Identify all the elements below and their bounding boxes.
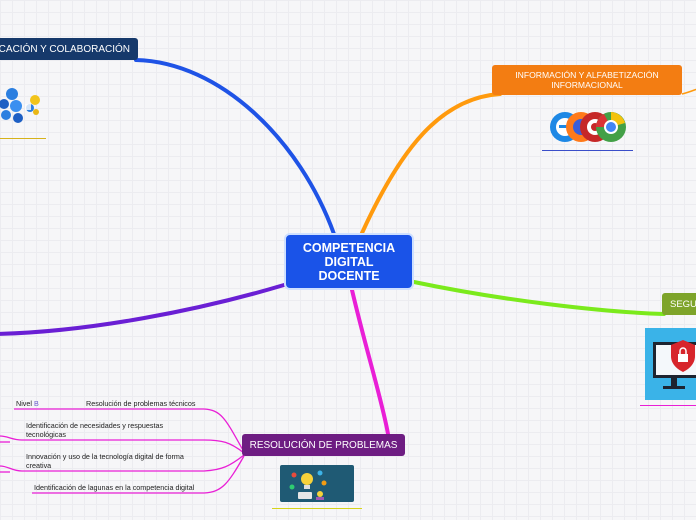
topic-resolucion[interactable]: RESOLUCIÓN DE PROBLEMAS	[242, 434, 405, 456]
central-topic[interactable]: COMPETENCIA DIGITAL DOCENTE	[284, 233, 414, 290]
res-item-level-value: B	[33, 399, 39, 408]
link-res-item-3	[0, 454, 245, 472]
topic-comunicacion-label: CACIÓN Y COLABORACIÓN	[0, 43, 130, 55]
topic-resolucion-label: RESOLUCIÓN DE PROBLEMAS	[249, 439, 398, 451]
link-res-item-4	[32, 455, 245, 494]
res-item-1[interactable]: Resolución de problemas técnicos	[86, 399, 196, 408]
res-item-level-prefix: Nivel	[16, 399, 32, 408]
res-item-4[interactable]: Identificación de lagunas en la competen…	[34, 483, 195, 492]
security-monitor-image	[645, 328, 696, 400]
seguridad-image-underline	[640, 405, 696, 406]
central-line-3: DOCENTE	[318, 268, 380, 283]
topic-informacion-label: INFORMACIÓN Y ALFABETIZACIÓN INFORMACION…	[515, 70, 659, 90]
comunicacion-image-underline	[0, 138, 46, 139]
resolucion-image-underline	[272, 508, 362, 509]
link-res-item-2	[0, 435, 245, 454]
link-resolucion	[350, 288, 390, 436]
topic-seguridad-label: SEGU	[670, 298, 696, 310]
res-item-level: Nivel B	[16, 399, 39, 408]
central-line-1: COMPETENCIA	[302, 240, 396, 255]
browser-logos-image	[549, 108, 627, 146]
link-izquierda	[0, 283, 286, 336]
link-seguridad	[412, 280, 666, 316]
topic-comunicacion[interactable]: CACIÓN Y COLABORACIÓN	[0, 38, 138, 60]
informacion-image-underline	[542, 150, 633, 151]
res-item-2[interactable]: Identificación de necesidades y respuest…	[26, 421, 164, 439]
link-informacion-right	[681, 88, 696, 95]
network-icons-image	[0, 86, 40, 128]
link-res-item-1	[14, 408, 245, 453]
topic-seguridad[interactable]: SEGU	[662, 293, 696, 315]
res-item-3[interactable]: Innovación y uso de la tecnología digita…	[26, 452, 184, 470]
link-comunicacion	[134, 58, 336, 236]
link-informacion	[360, 92, 502, 235]
problem-solving-image	[280, 465, 354, 502]
topic-informacion[interactable]: INFORMACIÓN Y ALFABETIZACIÓN INFORMACION…	[492, 65, 682, 95]
central-line-2: DIGITAL	[324, 254, 374, 269]
